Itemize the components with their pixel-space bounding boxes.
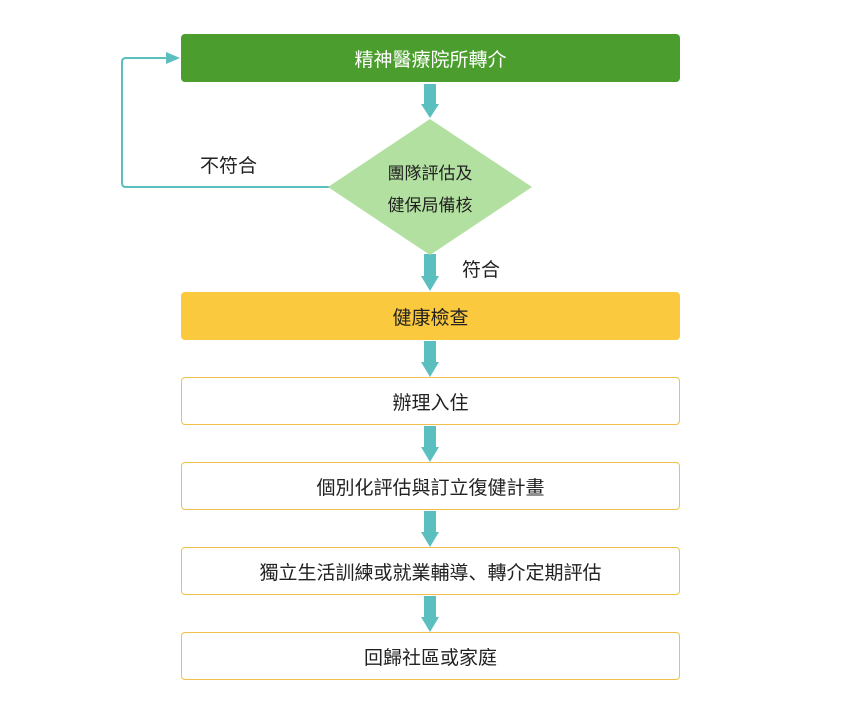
arrowhead-admission [421, 362, 439, 377]
arrowhead-health [421, 276, 439, 291]
edge-label-rejected: 不符合 [200, 155, 258, 177]
arrowhead-assessment [421, 447, 439, 462]
assessment-box: 個別化評估與訂立復健計畫 [181, 462, 680, 510]
arrowhead-loop [166, 52, 180, 64]
assessment-label: 個別化評估與訂立復健計畫 [316, 476, 545, 499]
training-label: 獨立生活訓練或就業輔導、轉介定期評估 [259, 561, 602, 584]
training-box: 獨立生活訓練或就業輔導、轉介定期評估 [181, 547, 680, 595]
review-line-2: 健保局備核 [387, 196, 473, 216]
referral-box: 精神醫療院所轉介 [181, 34, 680, 82]
admission-label: 辦理入住 [392, 391, 469, 414]
decision-diamond [328, 119, 532, 255]
review-text: 團隊評估及 健保局備核 [345, 158, 515, 222]
connector-health-admission [424, 341, 436, 364]
arrowhead-training [421, 532, 439, 547]
review-line-1: 團隊評估及 [387, 164, 473, 184]
connector-training-return [424, 596, 436, 619]
connector-review-health [424, 254, 436, 278]
return-label: 回歸社區或家庭 [363, 646, 497, 669]
arrowhead-return [421, 617, 439, 632]
arrowhead-review [421, 104, 439, 118]
admission-box: 辦理入住 [181, 377, 680, 425]
health-check-label: 健康檢查 [392, 306, 469, 329]
edge-label-approved: 符合 [462, 259, 501, 281]
connector-rejected-loop [121, 57, 330, 188]
connector-admission-assessment [424, 426, 436, 449]
connector-assessment-training [424, 511, 436, 534]
referral-label: 精神醫療院所轉介 [354, 48, 507, 71]
health-check-box: 健康檢查 [181, 292, 680, 340]
return-box: 回歸社區或家庭 [181, 632, 680, 680]
connector-referral-review [424, 84, 436, 106]
